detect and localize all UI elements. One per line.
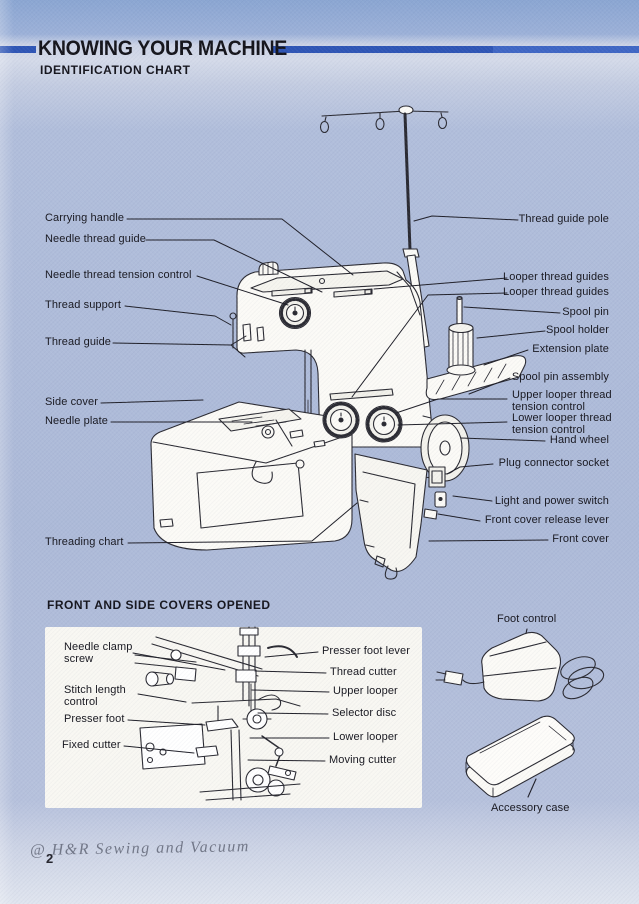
label-plug-connector-socket: Plug connector socket bbox=[498, 457, 609, 469]
header-rule-right bbox=[271, 46, 639, 53]
covers-opened-heading: FRONT AND SIDE COVERS OPENED bbox=[47, 598, 271, 612]
page-title: KNOWING YOUR MACHINE bbox=[38, 37, 288, 60]
label-presser-foot: Presser foot bbox=[64, 713, 125, 725]
front-cover-art bbox=[354, 453, 438, 580]
label-presser-foot-lever: Presser foot lever bbox=[322, 645, 411, 657]
label-spool-pin-assembly: Spool pin assembly bbox=[511, 371, 609, 383]
label-hand-wheel: Hand wheel bbox=[549, 434, 609, 446]
label-moving-cutter: Moving cutter bbox=[329, 754, 397, 766]
label-lower-looper-thread-tension-control: Lower looper thread tension control bbox=[512, 412, 612, 436]
label-thread-support: Thread support bbox=[45, 299, 121, 311]
page-number: 2 bbox=[46, 851, 54, 866]
label-needle-thread-tension-control: Needle thread tension control bbox=[45, 269, 192, 281]
label-needle-clamp-screw: Needle clamp screw bbox=[64, 641, 133, 665]
label-extension-plate: Extension plate bbox=[532, 343, 609, 355]
spool-pin-assembly-art bbox=[425, 295, 527, 401]
main-leader-lines bbox=[100, 215, 561, 544]
label-accessory-case: Accessory case bbox=[491, 802, 570, 814]
label-looper-thread-guides-1: Looper thread guides bbox=[503, 271, 609, 283]
label-thread-guide-pole: Thread guide pole bbox=[518, 213, 609, 225]
label-needle-plate: Needle plate bbox=[45, 415, 108, 427]
label-carrying-handle: Carrying handle bbox=[45, 212, 125, 224]
label-stitch-length-control: Stitch length control bbox=[64, 684, 126, 708]
machine-base-art bbox=[150, 401, 353, 551]
machine-body-art bbox=[229, 261, 434, 448]
label-upper-looper-thread-tension-control: Upper looper thread tension control bbox=[512, 389, 612, 413]
accessory-case-art bbox=[465, 715, 575, 798]
label-selector-disc: Selector disc bbox=[332, 707, 397, 719]
looper-dials-and-handwheel-art bbox=[322, 388, 470, 482]
covers-open-leader-lines bbox=[123, 651, 330, 762]
label-thread-cutter: Thread cutter bbox=[330, 666, 397, 678]
label-looper-thread-guides-2: Looper thread guides bbox=[503, 286, 609, 298]
dealer-watermark: @ H&R Sewing and Vacuum bbox=[29, 838, 250, 859]
label-spool-pin: Spool pin bbox=[562, 306, 609, 318]
header-rule-left bbox=[0, 46, 36, 53]
label-upper-looper: Upper looper bbox=[333, 685, 398, 697]
label-foot-control: Foot control bbox=[497, 613, 557, 625]
label-spool-holder: Spool holder bbox=[546, 324, 609, 336]
label-light-and-power-switch: Light and power switch bbox=[494, 495, 609, 507]
label-thread-guide: Thread guide bbox=[45, 336, 112, 348]
covers-opened-panel bbox=[45, 627, 422, 808]
plug-and-switch-art bbox=[428, 466, 447, 508]
label-front-cover-release-lever: Front cover release lever bbox=[484, 514, 609, 526]
label-fixed-cutter: Fixed cutter bbox=[62, 739, 121, 751]
label-threading-chart: Threading chart bbox=[45, 536, 124, 548]
label-front-cover: Front cover bbox=[552, 533, 609, 545]
identification-chart-heading: IDENTIFICATION CHART bbox=[40, 63, 191, 77]
label-side-cover: Side cover bbox=[45, 396, 98, 408]
label-lower-looper: Lower looper bbox=[333, 731, 398, 743]
label-needle-thread-guide: Needle thread guide bbox=[45, 233, 146, 245]
covers-open-art bbox=[134, 626, 301, 801]
foot-control-art bbox=[435, 628, 605, 702]
